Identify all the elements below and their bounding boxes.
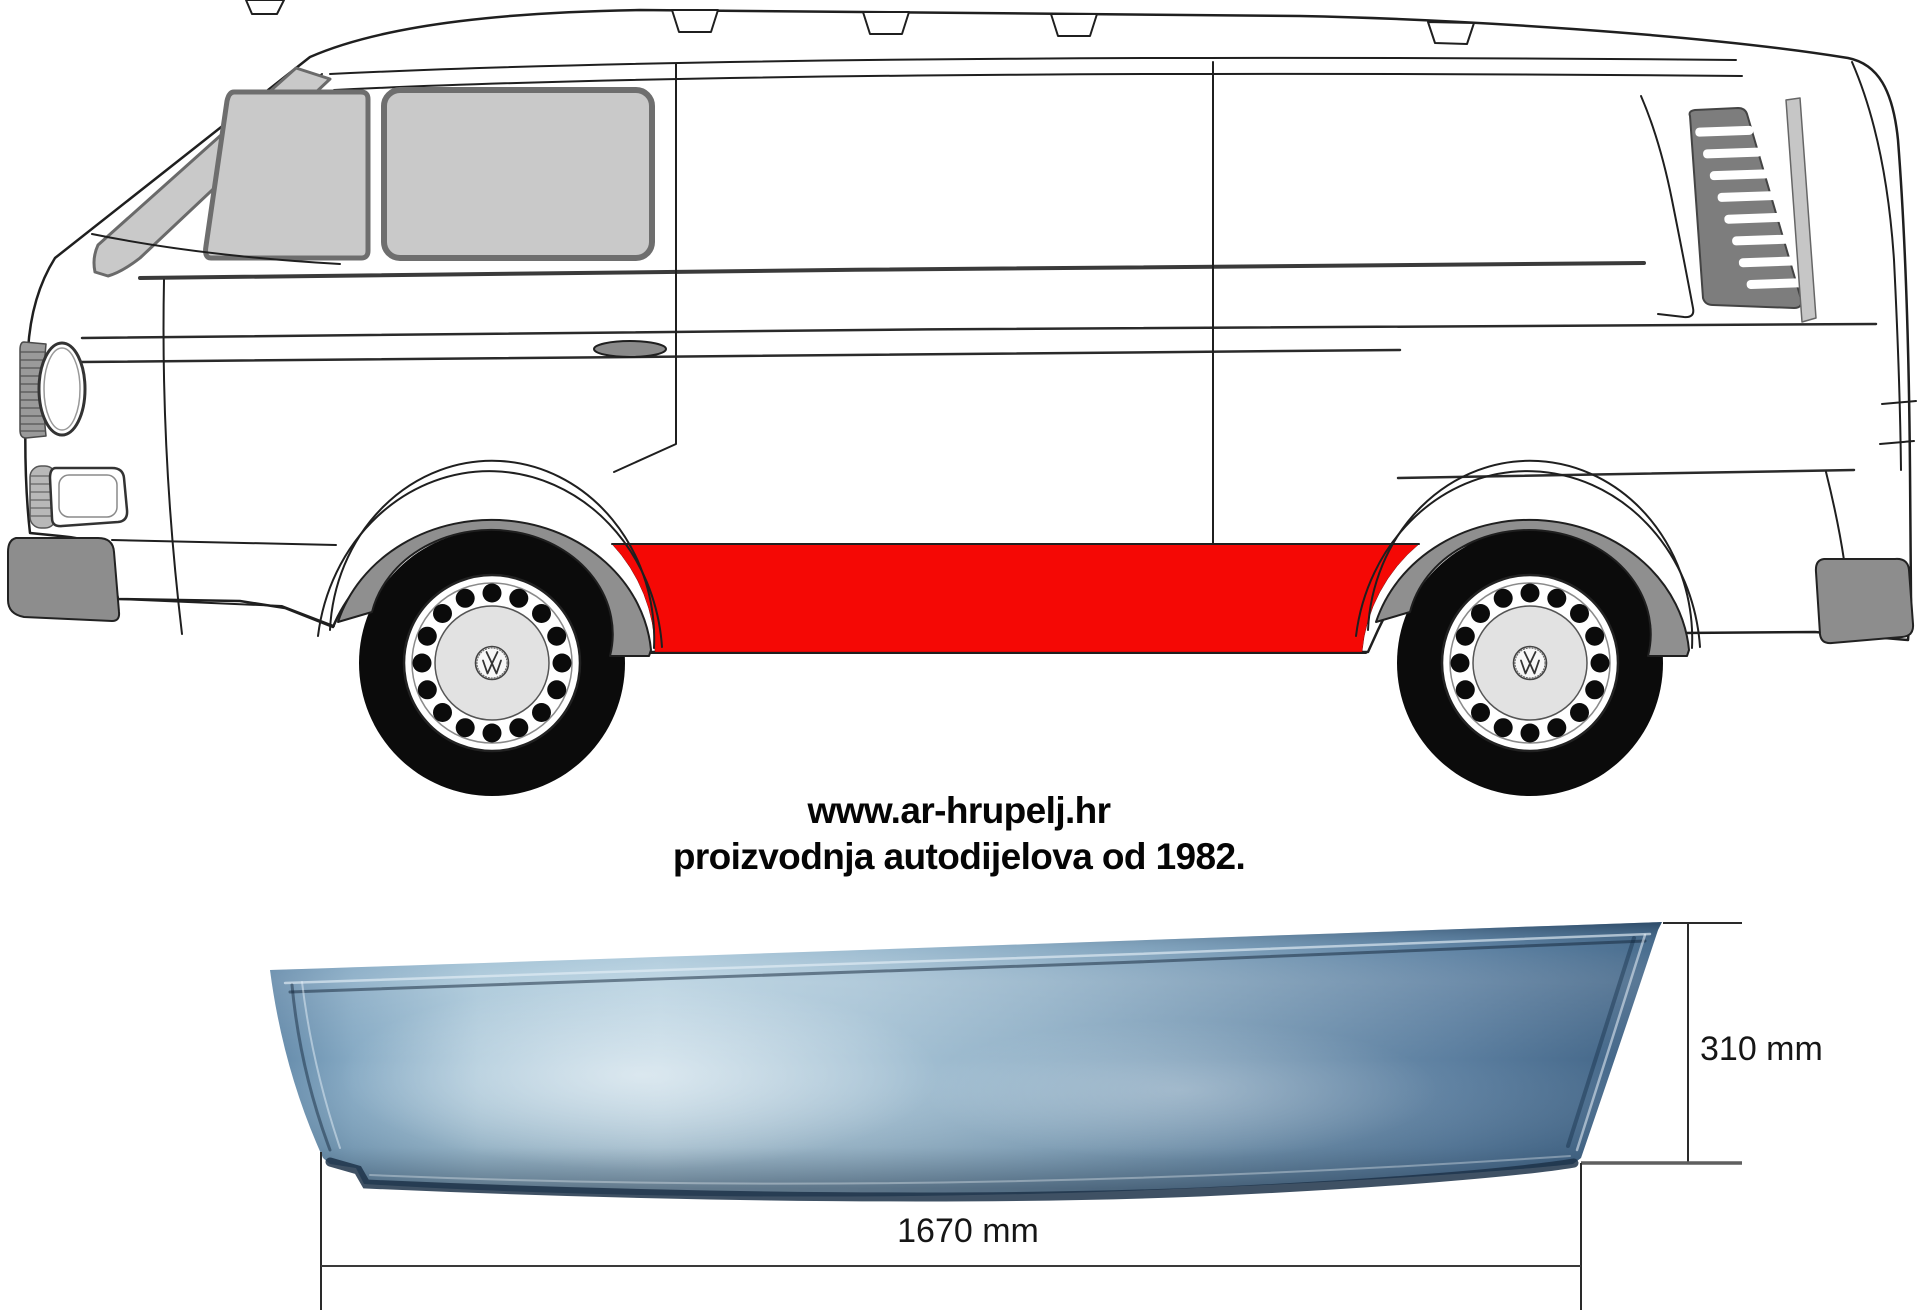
front-indicator	[29, 465, 129, 529]
side-window	[381, 87, 655, 261]
rear-arch-trim	[1375, 518, 1690, 657]
dimension-lines	[320, 922, 1742, 1310]
door-handle	[593, 340, 667, 358]
van-line-drawing	[7, 0, 1917, 798]
tagline: proizvodnja autodijelova od 1982.	[672, 836, 1246, 877]
rear-bumper	[1814, 557, 1915, 645]
roof-mounts	[245, 0, 1475, 45]
front-arch-trim	[337, 518, 652, 657]
height-dimension-label: 310 mm	[1700, 1030, 1823, 1068]
branding-text: www.ar-hrupelj.hr proizvodnja autodijelo…	[0, 788, 1918, 880]
website-url: www.ar-hrupelj.hr	[807, 790, 1112, 831]
front-bumper	[7, 537, 121, 622]
rear-pillar-strip	[1785, 97, 1817, 323]
front-wheel	[357, 528, 627, 798]
sill-panel-photo	[270, 922, 1662, 1202]
front-door-window	[203, 89, 371, 261]
length-dimension-label: 1670 mm	[897, 1212, 1039, 1250]
dimension-height	[1581, 922, 1742, 1165]
highlighted-sill-panel	[611, 543, 1420, 653]
rear-wheel	[1395, 528, 1665, 798]
headlight	[19, 341, 87, 439]
dimension-length	[320, 1152, 1582, 1310]
